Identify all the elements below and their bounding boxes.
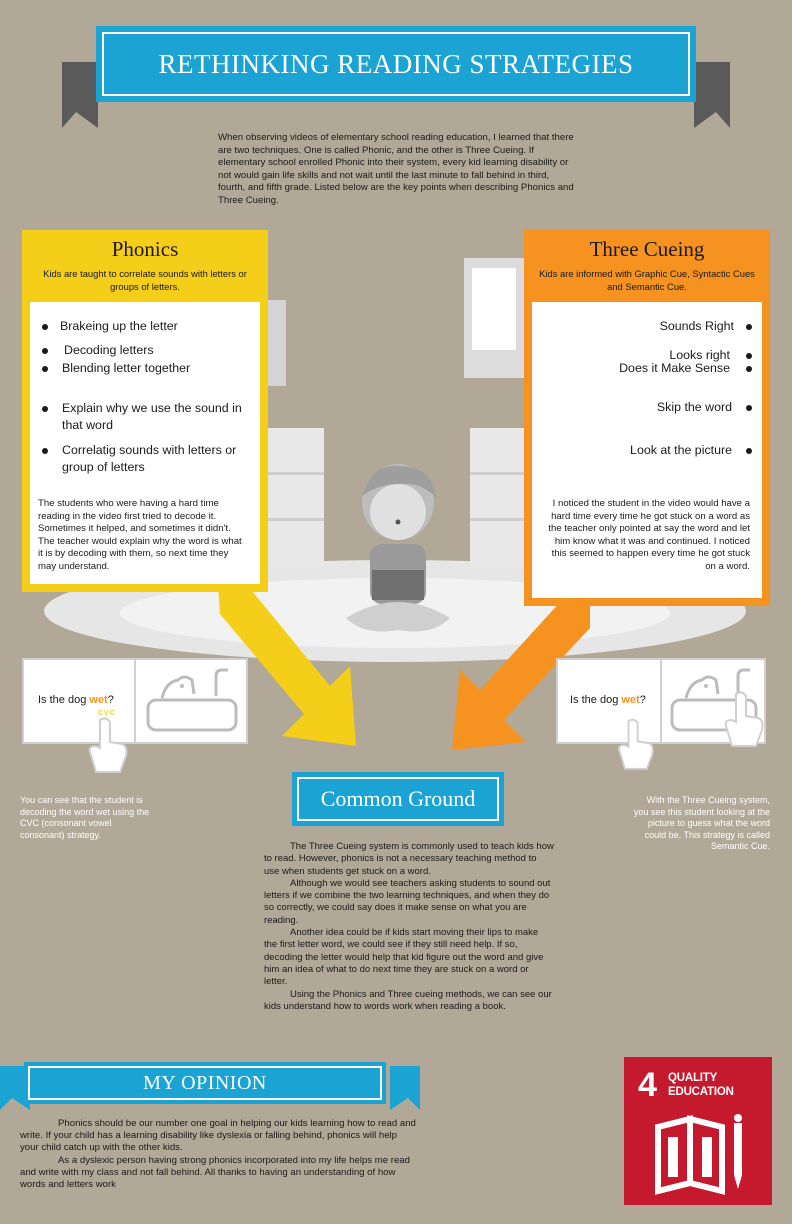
child-reading-icon <box>346 464 450 632</box>
phonics-card: Phonics Kids are taught to correlate sou… <box>22 230 268 592</box>
bullet-dot <box>746 353 752 359</box>
common-ground-paragraph: Using the Phonics and Three cueing metho… <box>264 988 552 1012</box>
book-left-question: Is the dog wet? <box>38 694 114 706</box>
phonics-panel: Brakeing up the letter Decoding letters … <box>30 302 260 584</box>
bookshelf-right <box>470 428 526 568</box>
sdg-label: QUALITY EDUCATION <box>668 1071 734 1099</box>
cueing-subtitle: Kids are informed with Graphic Cue, Synt… <box>539 268 755 292</box>
cueing-bullet-text: Sounds Right <box>659 319 734 333</box>
bullet-dot <box>42 348 48 354</box>
cueing-bullet-text: Does it Make Sense <box>619 361 730 375</box>
question-prefix: Is the dog <box>570 694 622 706</box>
phonics-heading: Phonics <box>111 237 179 261</box>
book-spine <box>660 660 662 742</box>
sdg-quality-education-badge: 4 QUALITY EDUCATION <box>624 1057 772 1205</box>
question-suffix: ? <box>107 694 114 706</box>
phonics-bullet-text: Explain why we use the sound in that wor… <box>62 401 242 432</box>
sdg-label-line: EDUCATION <box>668 1086 734 1098</box>
bullet-dot <box>42 406 48 412</box>
title-frame: RETHINKING READING STRATEGIES <box>102 32 690 96</box>
intro-paragraph: When observing videos of elementary scho… <box>218 132 574 206</box>
question-prefix: Is the dog <box>38 694 90 706</box>
sdg-number: 4 <box>638 1066 657 1104</box>
common-ground-paragraph: Although we would see teachers asking st… <box>264 877 551 926</box>
common-ground-paragraph: Another idea could be if kids start movi… <box>264 927 544 988</box>
bullet-dot <box>746 366 752 372</box>
book-spine <box>134 660 136 742</box>
bullet-dot <box>42 448 48 454</box>
common-ground-frame: Common Ground <box>297 777 499 821</box>
pointing-hand-icon <box>724 691 764 747</box>
opinion-paragraph: As a dyslexic person having strong phoni… <box>20 1154 410 1191</box>
bathtub-dog-icon <box>146 668 238 732</box>
question-highlight: wet <box>89 694 108 706</box>
cueing-bullet-text: Skip the word <box>656 400 732 414</box>
cueing-panel: Sounds Right Looks right Does it Make Se… <box>532 302 762 598</box>
cueing-paragraph: I noticed the student in the video would… <box>548 498 750 572</box>
opinion-paragraph: Phonics should be our number one goal in… <box>20 1118 416 1154</box>
question-suffix: ? <box>639 694 646 706</box>
whiteboard-surface <box>472 268 516 350</box>
bathtub-dog-icon <box>670 668 758 732</box>
opinion-banner: MY OPINION <box>24 1062 386 1104</box>
opinion-frame: MY OPINION <box>28 1066 382 1100</box>
title-ribbon-tails <box>62 62 730 128</box>
phonics-subtitle: Kids are taught to correlate sounds with… <box>43 268 247 292</box>
book-left: Is the dog wet? CVC <box>22 658 248 744</box>
common-ground-body: The Three Cueing system is commonly used… <box>264 841 554 1013</box>
left-note: You can see that the student is decoding… <box>20 795 150 840</box>
opinion-heading: MY OPINION <box>143 1071 267 1094</box>
three-cueing-card: Three Cueing Kids are informed with Grap… <box>524 230 770 606</box>
sdg-label-line: QUALITY <box>668 1072 718 1084</box>
book-pencil-icon <box>655 1114 742 1195</box>
bookshelf-left <box>268 428 324 568</box>
phonics-paragraph: The students who were having a hard time… <box>38 498 242 572</box>
pointing-hand-icon <box>618 718 654 770</box>
right-note: With the Three Cueing system, you see th… <box>633 795 770 851</box>
book-right-question: Is the dog wet? <box>570 694 646 706</box>
opinion-body: Phonics should be our number one goal in… <box>20 1118 418 1191</box>
question-highlight: wet <box>621 694 640 706</box>
cueing-bullet-text: Look at the picture <box>630 443 732 457</box>
bullet-dot <box>746 448 752 454</box>
phonics-bullet-text: Brakeing up the letter <box>60 319 178 333</box>
phonics-arrow <box>218 586 356 746</box>
bullet-dot <box>746 405 752 411</box>
cueing-arrow <box>452 600 590 750</box>
cueing-bullet-text: Looks right <box>669 348 730 362</box>
common-ground-paragraph: The Three Cueing system is commonly used… <box>264 841 554 877</box>
pointing-hand-icon <box>88 717 128 773</box>
title-banner: RETHINKING READING STRATEGIES <box>96 26 696 102</box>
cvc-label: CVC <box>98 710 116 717</box>
common-ground-heading: Common Ground <box>320 786 476 811</box>
opinion-ribbon-tails <box>0 1066 420 1110</box>
bullet-dot <box>42 324 48 330</box>
phonics-bullet-text: Correlatig sounds with letters or group … <box>62 443 237 474</box>
bullet-dot <box>42 366 48 372</box>
bullet-dot <box>746 324 752 330</box>
phonics-bullet-text: Blending letter together <box>62 361 191 375</box>
phonics-bullet-text: Decoding letters <box>64 343 154 357</box>
common-ground-banner: Common Ground <box>292 772 504 826</box>
page-title: RETHINKING READING STRATEGIES <box>158 48 634 79</box>
cueing-heading: Three Cueing <box>589 237 705 261</box>
